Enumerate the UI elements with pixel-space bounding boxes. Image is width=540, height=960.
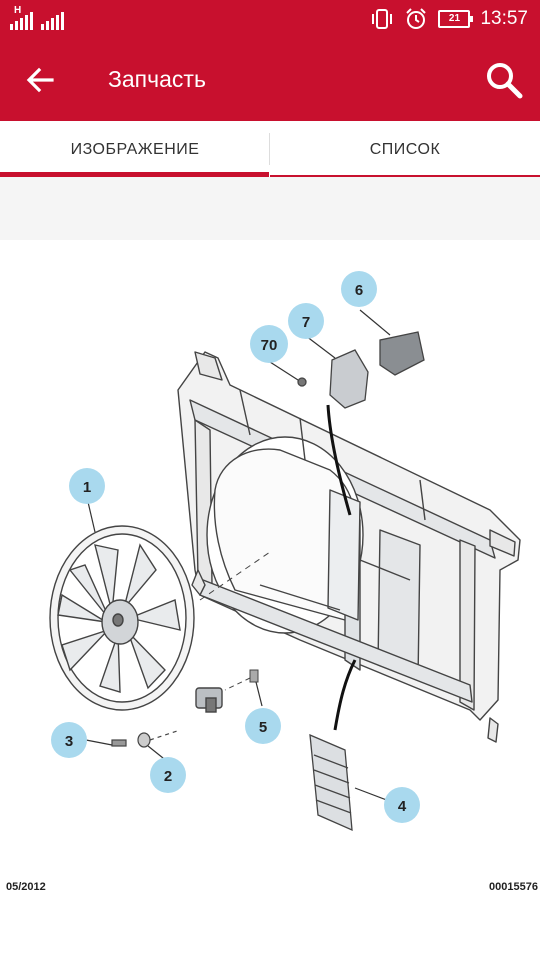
back-arrow-icon[interactable]: [24, 64, 56, 96]
callout-1[interactable]: 1: [69, 468, 105, 504]
callout-layer: 1 2 3 4 5 6 7 70: [51, 271, 420, 823]
tab-divider: [269, 133, 270, 165]
page-title: Запчасть: [108, 66, 206, 92]
callout-label: 70: [261, 337, 278, 354]
parts-diagram-drawing: [49, 309, 521, 832]
alarm-icon: [406, 8, 427, 29]
active-tab-indicator: [0, 172, 269, 177]
callout-label: 3: [65, 733, 73, 750]
diagram-date-code: 05/2012: [6, 881, 46, 893]
spacer: [0, 177, 540, 240]
callout-label: 4: [398, 798, 407, 815]
callout-4[interactable]: 4: [384, 787, 420, 823]
tab-list[interactable]: СПИСОК: [369, 141, 441, 158]
callout-label: 7: [302, 314, 310, 331]
tab-image[interactable]: ИЗОБРАЖЕНИЕ: [70, 141, 200, 158]
callout-2[interactable]: 2: [150, 757, 186, 793]
app-bar: Запчасть: [0, 38, 540, 121]
callout-label: 1: [83, 479, 91, 496]
signal-icons: [10, 8, 64, 30]
callout-3[interactable]: 3: [51, 722, 87, 758]
callout-5[interactable]: 5: [245, 708, 281, 744]
network-type: H: [14, 5, 22, 16]
callout-70[interactable]: 70: [250, 325, 288, 363]
callout-7[interactable]: 7: [288, 303, 324, 339]
clip-part: [249, 669, 259, 683]
tab-bar: ИЗОБРАЖЕНИЕ СПИСОК: [0, 121, 540, 177]
callout-label: 6: [355, 282, 363, 299]
callout-label: 5: [259, 719, 267, 736]
search-icon[interactable]: [484, 60, 524, 100]
callout-label: 2: [164, 768, 172, 785]
signal-icon-2: [41, 12, 64, 30]
callout-6[interactable]: 6: [341, 271, 377, 307]
vibrate-icon: [372, 9, 393, 29]
battery-icon: 21: [438, 10, 474, 28]
diagram-reference-code: 00015576: [489, 881, 538, 893]
parts-diagram[interactable]: 1 2 3 4 5 6 7 70 05/2012 0: [0, 240, 540, 960]
tab-underline: [270, 175, 540, 177]
status-bar: H 21 13:57: [0, 0, 540, 38]
signal-icon: [10, 12, 33, 30]
clock: 13:57: [480, 8, 528, 29]
